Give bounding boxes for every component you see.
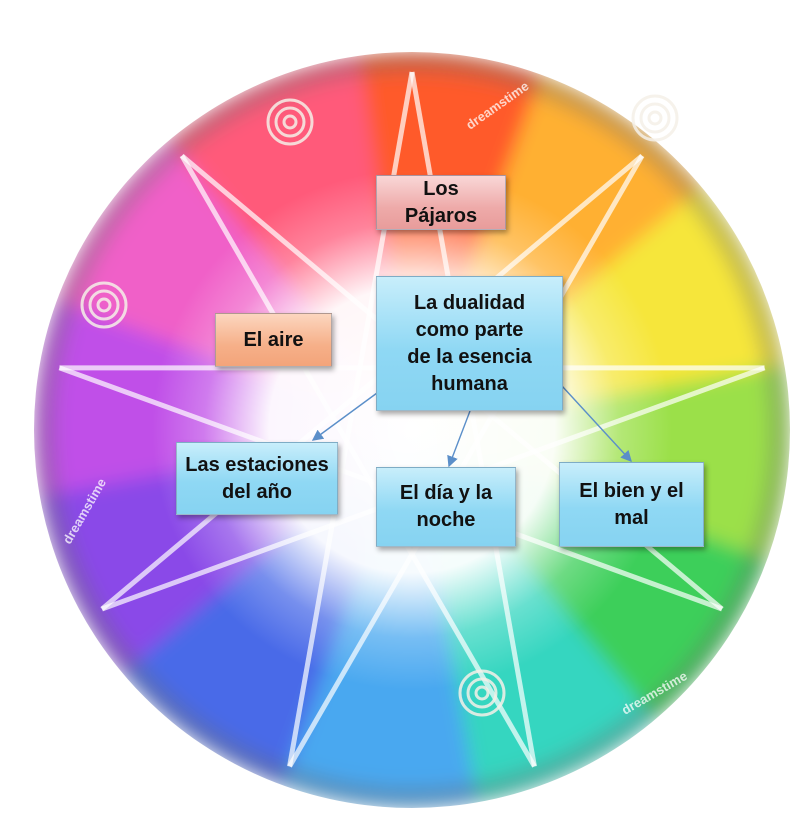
dia-line-2: noche xyxy=(416,509,476,531)
box-los-pajaros-label: Los Pájaros xyxy=(404,177,478,227)
center-line-2: como parte xyxy=(415,318,524,341)
estaciones-line-2: del año xyxy=(221,480,292,503)
bien-line-2: mal xyxy=(614,506,649,529)
box-central-dualidad: La dualidad como parte de la esencia hum… xyxy=(376,276,563,411)
dia-line-1: El día y la xyxy=(399,482,493,504)
center-line-3: de la esencia xyxy=(407,345,532,368)
spiral-ornament-icon xyxy=(631,94,679,142)
box-dia-noche: El día y la noche xyxy=(376,467,516,547)
box-estaciones: Las estaciones del año xyxy=(176,442,338,515)
center-line-4: humana xyxy=(431,372,508,395)
bien-line-1: El bien y el xyxy=(579,479,684,502)
spiral-ornament-icon xyxy=(266,98,314,146)
box-el-aire-label: El aire xyxy=(243,328,304,351)
box-bien-mal: El bien y el mal xyxy=(559,462,704,547)
center-line-1: La dualidad xyxy=(413,291,526,314)
outer-ring xyxy=(34,52,790,808)
estaciones-line-1: Las estaciones xyxy=(185,453,329,476)
box-los-pajaros: Los Pájaros xyxy=(376,175,506,230)
box-el-aire: El aire xyxy=(215,313,332,367)
spiral-ornament-icon xyxy=(80,281,128,329)
spiral-ornament-icon xyxy=(458,669,506,717)
